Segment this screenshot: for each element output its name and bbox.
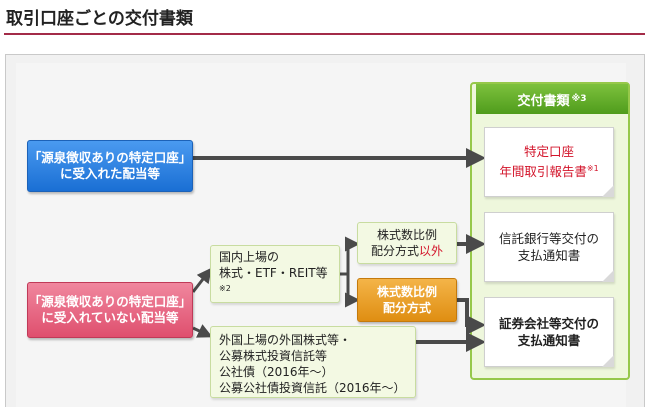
documents-header-note: ※3	[571, 94, 587, 104]
doc-trust-line1: 信託銀行等交付の	[498, 231, 599, 246]
domestic-listed-line1: 国内上場の	[219, 249, 280, 264]
source-withholding-line2: に受入れた配当等	[59, 166, 160, 181]
proportional-line1: 株式数比例	[376, 285, 437, 299]
doc-annual-line2: 年間取引報告書	[499, 164, 587, 180]
source-non-withholding-line1: 「源泉徴収ありの特定口座」	[28, 294, 192, 309]
arrow-domestic-branch	[340, 244, 350, 300]
proportional-line2: 配分方式	[382, 301, 431, 315]
foreign-listed-line4: 公募公社債投資信託（2016年～）	[219, 381, 406, 395]
proportional-excluded-line1: 株式数比例	[376, 228, 437, 242]
doc-broker-line2: 支払通知書	[517, 333, 581, 348]
proportional-excluded-line2: 配分方式	[370, 244, 419, 258]
domestic-listed-line2: 株式・ETF・REIT等	[219, 265, 328, 280]
foreign-listed-box: 外国上場の外国株式等・ 公募株式投資信託等 公社債（2016年～） 公募公社債投…	[210, 326, 416, 398]
source-non-withholding-line2: に受入れていない配当等	[41, 310, 179, 325]
source-withholding-line1: 「源泉徴収ありの特定口座」	[28, 150, 192, 165]
arrow-red-to-domestic	[191, 267, 212, 293]
proportional-excluded-box: 株式数比例 配分方式以外	[357, 222, 457, 264]
source-non-withholding-box: 「源泉徴収ありの特定口座」 に受入れていない配当等	[27, 282, 193, 338]
doc-trust-line2: 支払通知書	[517, 248, 581, 263]
documents-header-label: 交付書類	[517, 93, 570, 109]
doc-annual-note: ※1	[586, 164, 599, 174]
foreign-listed-line3: 公社債（2016年～）	[219, 365, 334, 379]
doc-trust-notice: 信託銀行等交付の 支払通知書	[484, 212, 614, 282]
doc-broker-line1: 証券会社等交付の	[498, 316, 599, 331]
doc-broker-notice: 証券会社等交付の 支払通知書	[484, 297, 614, 367]
doc-annual-report: 特定口座 年間取引報告書※1	[484, 127, 614, 197]
foreign-listed-line1: 外国上場の外国株式等・	[219, 333, 352, 347]
source-withholding-box: 「源泉徴収ありの特定口座」 に受入れた配当等	[27, 140, 193, 192]
arrow-proportional-to-broker	[457, 298, 486, 335]
proportional-excluded-suffix: 以外	[419, 244, 444, 258]
domestic-listed-box: 国内上場の 株式・ETF・REIT等 ※2	[210, 245, 340, 303]
title-divider	[4, 33, 645, 35]
doc-annual-line1: 特定口座	[523, 144, 574, 160]
documents-header: 交付書類※3	[476, 84, 628, 114]
foreign-listed-line2: 公募株式投資信託等	[219, 349, 328, 363]
arrow-red-to-foreign	[192, 324, 213, 338]
proportional-box: 株式数比例 配分方式	[357, 278, 457, 322]
domestic-listed-note: ※2	[219, 283, 231, 293]
page-title: 取引口座ごとの交付書類	[6, 9, 193, 29]
